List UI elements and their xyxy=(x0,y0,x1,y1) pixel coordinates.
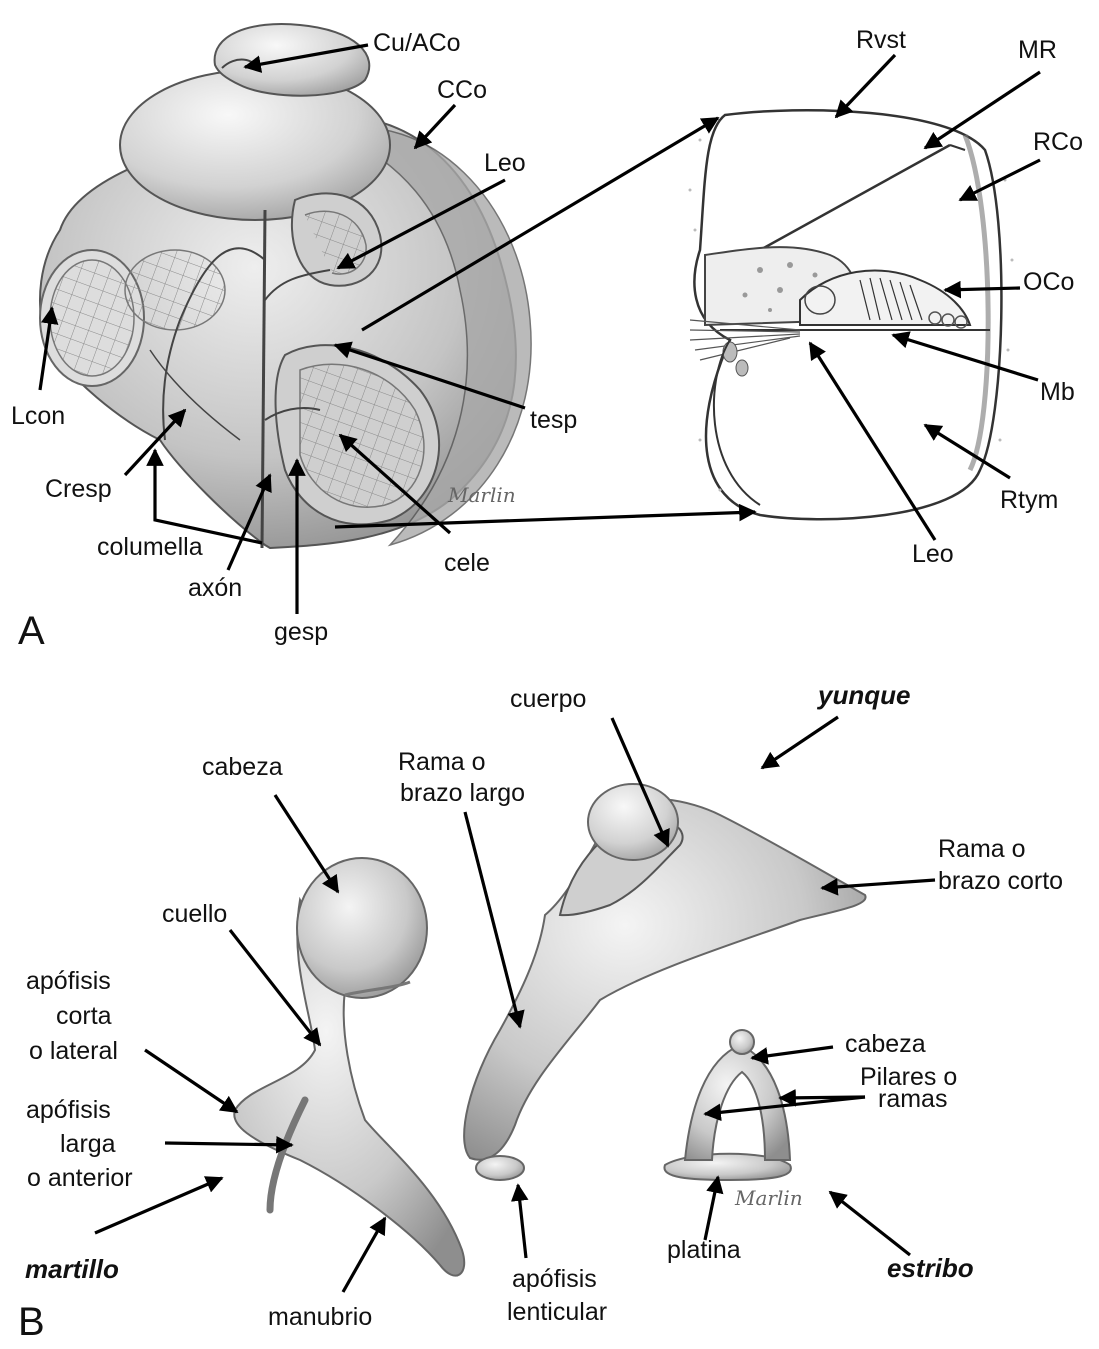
label-axon: axón xyxy=(188,574,242,602)
label-estribo: estribo xyxy=(887,1253,974,1283)
panel-b-signature: Marlin xyxy=(734,1186,803,1210)
panel-a-signature: Marlin xyxy=(447,483,516,507)
label-cuerpo: cuerpo xyxy=(510,685,586,713)
label-martillo-cuello: cuello xyxy=(162,900,227,928)
label-apofisis-larga-1: apófisis xyxy=(26,1096,111,1124)
label-martillo: martillo xyxy=(25,1254,119,1284)
label-cu-aco: Cu/ACo xyxy=(373,29,461,57)
label-mb: Mb xyxy=(1040,378,1075,406)
label-cele: cele xyxy=(444,549,490,577)
label-oco: OCo xyxy=(1023,268,1074,296)
label-tesp: tesp xyxy=(530,406,577,434)
label-apofisis-corta-2: corta xyxy=(56,1002,112,1030)
label-cresp: Cresp xyxy=(45,475,112,503)
left-inner-opening xyxy=(125,250,225,330)
label-apofisis-larga-3: o anterior xyxy=(27,1164,133,1192)
panel-b-letter: B xyxy=(18,1300,45,1344)
label-yunque: yunque xyxy=(816,680,910,710)
martillo-illustration xyxy=(234,858,464,1276)
lenticular-process xyxy=(476,1156,524,1180)
panel-a-letter: A xyxy=(18,609,45,653)
label-gesp: gesp xyxy=(274,618,328,646)
label-apofisis-corta-3: o lateral xyxy=(29,1037,118,1065)
label-rco: RCo xyxy=(1033,128,1083,156)
label-pilares-2: ramas xyxy=(878,1085,947,1113)
label-estribo-cabeza: cabeza xyxy=(845,1030,926,1058)
estribo-illustration xyxy=(664,1030,790,1180)
label-leo-right: Leo xyxy=(912,540,954,568)
label-cco: CCo xyxy=(437,76,487,104)
ossicles-illustration: Marlin xyxy=(234,784,865,1276)
label-columella: columella xyxy=(97,533,203,561)
label-manubrio: manubrio xyxy=(268,1303,372,1331)
label-platina: platina xyxy=(667,1236,741,1264)
label-mr: MR xyxy=(1018,36,1057,64)
reissner-membrane xyxy=(760,145,950,250)
label-rama-corta-2: brazo corto xyxy=(938,867,1063,895)
label-apofisis-corta-1: apófisis xyxy=(26,967,111,995)
cochlear-duct-section xyxy=(689,110,1014,519)
yunque-illustration xyxy=(464,784,865,1180)
label-lcon: Lcon xyxy=(11,402,65,430)
label-apofisis-lenticular-1: apófisis xyxy=(512,1265,597,1293)
label-rama-corta-1: Rama o xyxy=(938,835,1026,863)
label-rama-larga-2: brazo largo xyxy=(400,779,525,807)
label-apofisis-larga-2: larga xyxy=(60,1130,116,1158)
label-martillo-cabeza: cabeza xyxy=(202,753,283,781)
label-rama-larga-1: Rama o xyxy=(398,748,486,776)
label-rtym: Rtym xyxy=(1000,486,1058,514)
label-rvst: Rvst xyxy=(856,26,906,54)
label-leo-left: Leo xyxy=(484,149,526,177)
label-apofisis-lenticular-2: lenticular xyxy=(507,1298,607,1326)
